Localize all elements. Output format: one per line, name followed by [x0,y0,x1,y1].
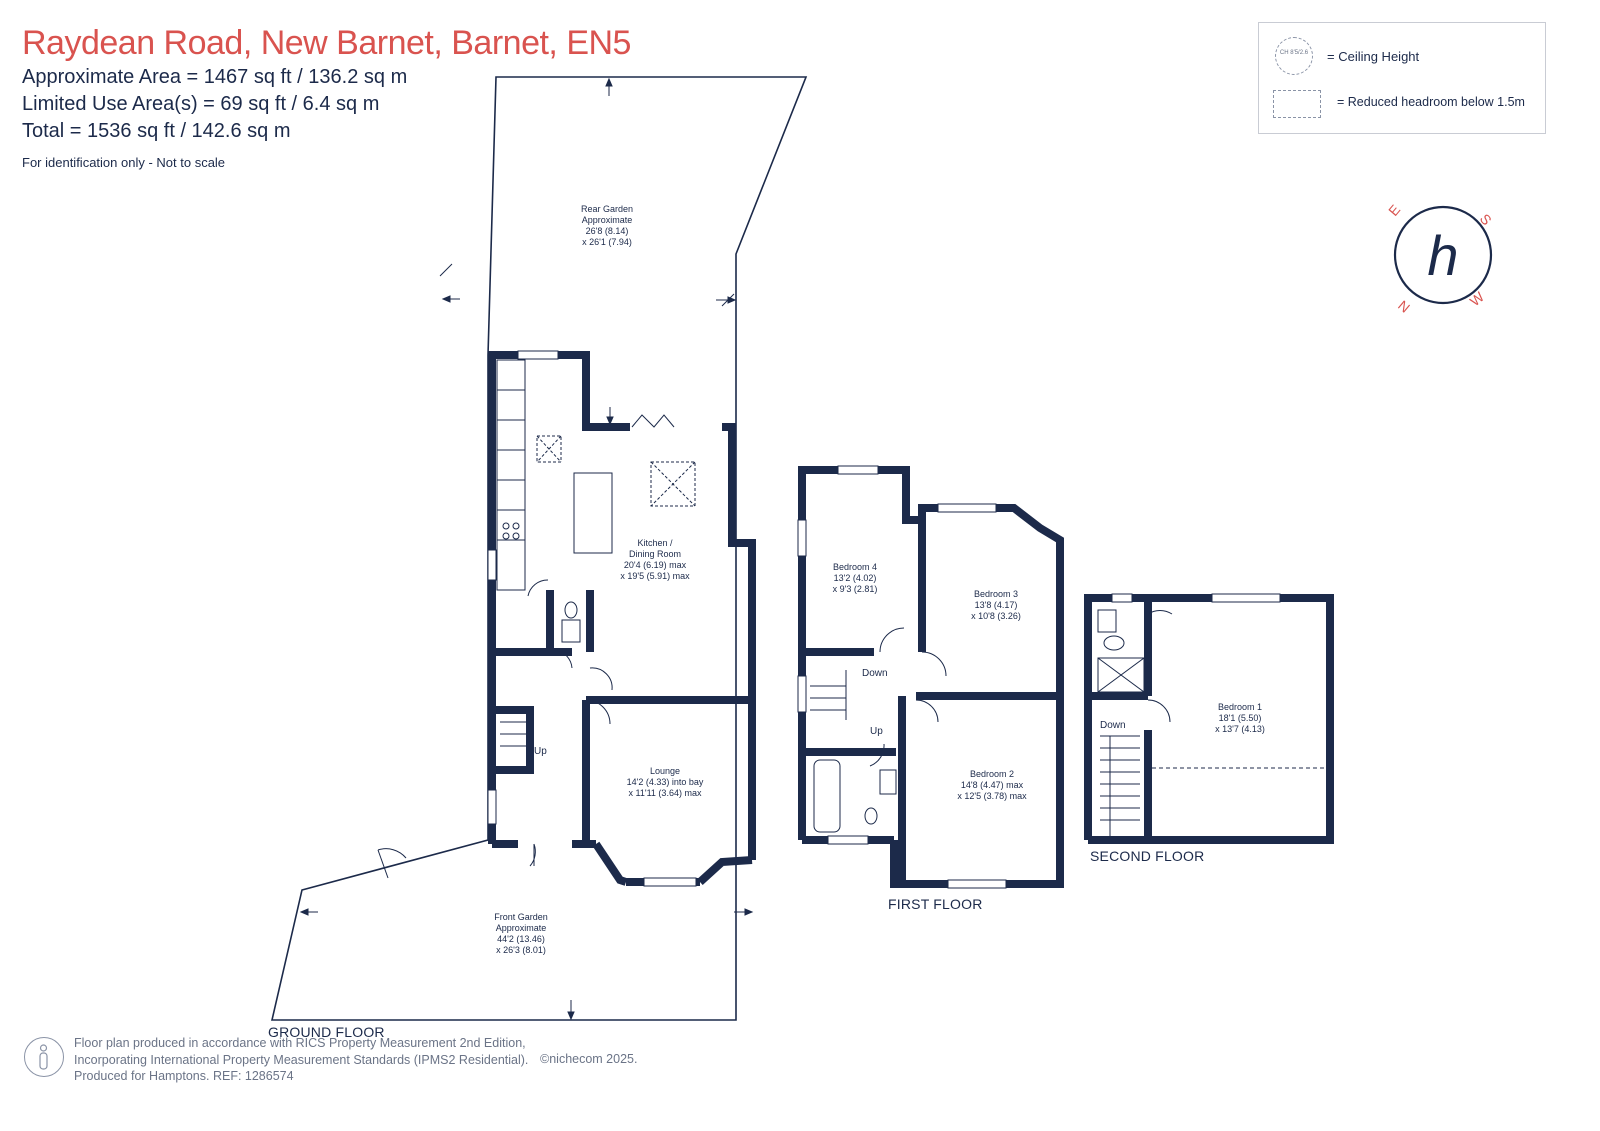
front-garden-label-4: x 26'3 (8.01) [496,945,546,955]
front-garden-label-3: 44'2 (13.46) [497,934,545,944]
bedroom4-label-3: x 9'3 (2.81) [833,584,878,594]
legend-box: CH 8'5/2.6 = Ceiling Height = Reduced he… [1258,22,1546,134]
first-stairs-up: Up [870,726,883,737]
compass: h N E S W [1385,198,1495,316]
bedroom3-label-2: 13'8 (4.17) [975,600,1018,610]
identification-note: For identification only - Not to scale [22,155,226,170]
compass-logo-glyph: h [1427,224,1458,287]
bedroom2-label-2: 14'8 (4.47) max [961,780,1024,790]
bedroom1-label-3: x 13'7 (4.13) [1215,724,1265,734]
kitchen-label-2: Dining Room [629,549,681,559]
approx-area: Approximate Area = 1467 sq ft / 136.2 sq… [22,66,408,88]
rear-garden-label-3: 26'8 (8.14) [586,226,629,236]
total-area: Total = 1536 sq ft / 142.6 sq m [22,120,291,142]
copyright-notice: ©nichecom 2025. [540,1052,638,1066]
bedroom4-label-2: 13'2 (4.02) [834,573,877,583]
bedroom3-label-1: Bedroom 3 [974,589,1018,599]
footer-line-2: Incorporating International Property Mea… [74,1052,529,1067]
lounge-label-2: 14'2 (4.33) into bay [627,777,704,787]
front-garden-label-1: Front Garden [494,912,548,922]
kitchen-label-1: Kitchen / [637,538,673,548]
page-title: Raydean Road, New Barnet, Barnet, EN5 [22,24,631,62]
rear-garden-label-2: Approximate [582,215,633,225]
first-stairs-down: Down [862,668,888,679]
bedroom3-label-3: x 10'8 (3.26) [971,611,1021,621]
reduced-headroom-label: = Reduced headroom below 1.5m [1337,95,1525,109]
first-floor-fittings [810,627,947,833]
ground-windows [487,350,697,887]
lounge-label-1: Lounge [650,766,680,776]
info-person-icon [24,1037,64,1077]
bedroom1-label-1: Bedroom 1 [1218,702,1262,712]
ground-floor-boundary [270,76,808,1021]
ground-floor-walls [488,351,756,886]
rear-garden-label-4: x 26'1 (7.94) [582,237,632,247]
second-stairs-down: Down [1100,720,1126,731]
bedroom2-label-1: Bedroom 2 [970,769,1014,779]
kitchen-fittings [377,359,696,879]
lounge-label-3: x 11'11 (3.64) max [629,788,702,798]
second-floor-label: SECOND FLOOR [1090,848,1205,864]
footer-line-3: Produced for Hamptons. REF: 1286574 [74,1069,294,1083]
bedroom1-label-2: 18'1 (5.50) [1219,713,1262,723]
first-floor-label: FIRST FLOOR [888,896,983,912]
second-floor-fittings [1097,609,1326,836]
limited-use-area: Limited Use Area(s) = 69 sq ft / 6.4 sq … [22,93,380,115]
kitchen-label-4: x 19'5 (5.91) max [620,571,690,581]
reduced-headroom-icon [1273,90,1321,118]
ceiling-height-label: = Ceiling Height [1327,49,1420,64]
kitchen-label-3: 20'4 (6.19) max [624,560,687,570]
rear-garden-label-1: Rear Garden [581,204,633,214]
front-garden-label-2: Approximate [496,923,547,933]
ceiling-height-icon: CH 8'5/2.6 [1275,37,1313,75]
room-labels: Rear Garden Approximate 26'8 (8.14) x 26… [494,204,1265,955]
second-floor-walls [1084,594,1334,844]
bedroom2-label-3: x 12'5 (3.78) max [957,791,1027,801]
footer-line-1: Floor plan produced in accordance with R… [74,1036,526,1050]
bedroom4-label-1: Bedroom 4 [833,562,877,572]
ground-floor-label: GROUND FLOOR [268,1024,385,1040]
compass-ring [1393,205,1493,305]
stair-labels: Up Down Up Down [534,668,1126,757]
first-floor-windows [797,465,1007,889]
footer-notes: Floor plan produced in accordance with R… [74,1035,634,1085]
dimension-arrows [299,77,754,1021]
ground-stairs-up: Up [534,746,547,757]
first-floor-walls [798,466,1064,888]
second-floor-windows [1111,593,1281,603]
